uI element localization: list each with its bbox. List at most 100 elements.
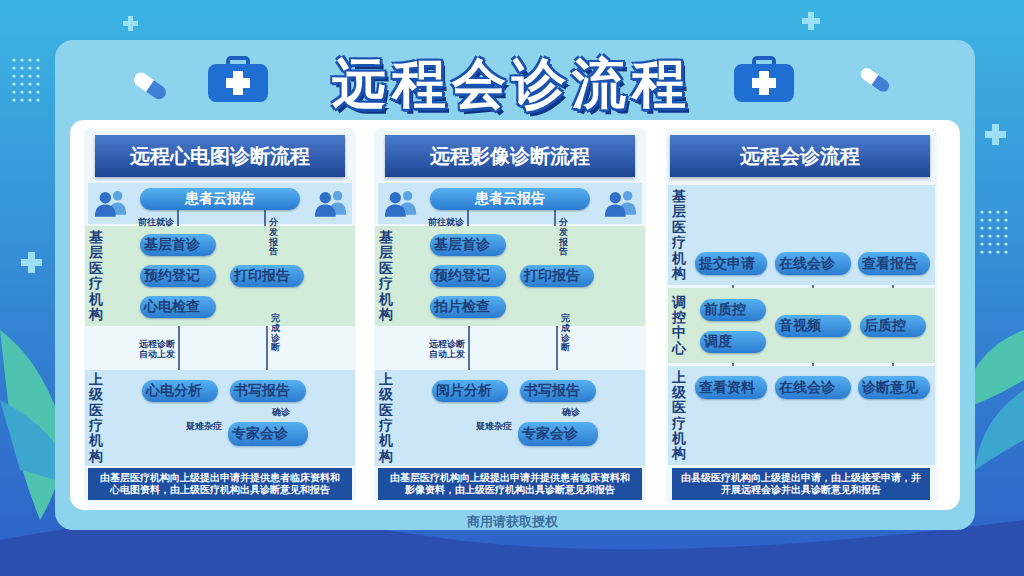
process-box: 阅片分析 xyxy=(432,380,508,402)
process-box: 心电检查 xyxy=(140,296,216,318)
dot xyxy=(36,74,39,77)
dot xyxy=(12,74,15,77)
dot xyxy=(980,250,983,253)
box-label: 基层首诊 xyxy=(144,237,158,252)
plus-sign xyxy=(802,12,820,30)
people-icon xyxy=(315,191,346,217)
source-pill: 患者云报告 xyxy=(140,188,300,210)
dot xyxy=(996,242,999,245)
box-label: 预约登记 xyxy=(434,268,448,283)
org-label: 基层医疗机构 xyxy=(89,230,103,322)
people-icon xyxy=(605,191,636,217)
process-box: 基层首诊 xyxy=(430,234,506,256)
caption-box: 由基层医疗机构向上级提出申请并提供患者临床资料和影像资料，由上级医疗机构出具诊断… xyxy=(378,468,642,500)
dot xyxy=(36,58,39,61)
dot xyxy=(988,250,991,253)
org-label: 上级医疗机构 xyxy=(379,372,393,464)
people-icon xyxy=(95,191,126,217)
box-label: 在线会诊 xyxy=(779,256,793,271)
dot xyxy=(1004,210,1007,213)
dot xyxy=(20,66,23,69)
box-label: 提交申请 xyxy=(699,256,713,271)
dot xyxy=(20,82,23,85)
box-label: 心电分析 xyxy=(146,383,160,398)
edge-label: 远程诊断自动上发 xyxy=(137,339,175,360)
dot xyxy=(996,234,999,237)
dot xyxy=(1004,242,1007,245)
process-box: 提交申请 xyxy=(695,252,767,275)
org-label: 基层医疗机构 xyxy=(672,189,686,281)
caption-text: 由基层医疗机构向上级提出申请并提供患者临床资料和心电图资料，由上级医疗机构出具诊… xyxy=(96,472,344,497)
edge-label: 分发报告 xyxy=(269,218,278,258)
dot xyxy=(980,234,983,237)
edge-label: 分发报告 xyxy=(559,218,568,258)
process-box: 书写报告 xyxy=(230,380,306,402)
box-label: 在线会诊 xyxy=(779,380,793,395)
box-label: 查看资料 xyxy=(699,380,713,395)
box-label: 打印报告 xyxy=(234,268,248,283)
dot xyxy=(12,90,15,93)
dot xyxy=(988,210,991,213)
capsule-half xyxy=(858,66,891,94)
panel-header: 远程影像诊断流程 xyxy=(385,135,635,177)
process-box: 查看报告 xyxy=(858,252,930,275)
org-band: 基层医疗机构基层首诊预约登记拍片检查打印报告 xyxy=(375,226,645,326)
org-label: 基层医疗机构 xyxy=(379,230,393,322)
inner-card xyxy=(70,120,960,510)
dot xyxy=(996,250,999,253)
org-band: 基层医疗机构基层首诊预约登记心电检查打印报告 xyxy=(85,226,355,326)
dot xyxy=(980,242,983,245)
dot xyxy=(988,226,991,229)
dot xyxy=(20,98,23,101)
process-box: 音视频 xyxy=(775,315,851,337)
box-label: 诊断意见 xyxy=(862,380,876,395)
org-band: 上级医疗机构查看资料在线会诊诊断意见 xyxy=(668,366,935,465)
box-label: 患者云报告 xyxy=(475,190,545,208)
box-label: 书写报告 xyxy=(524,383,538,398)
dot xyxy=(980,226,983,229)
box-label: 专家会诊 xyxy=(522,426,536,441)
main-title: 远程会诊流程 xyxy=(0,48,1024,121)
org-band: 基层医疗机构提交申请 在线会诊 查看报告 xyxy=(668,185,935,285)
edge-label: 前往就诊 xyxy=(428,217,464,227)
box-label: 打印报告 xyxy=(524,268,538,283)
org-band: 上级医疗机构 阅片分析 书写报告专家会诊 xyxy=(375,370,645,466)
box-label: 书写报告 xyxy=(234,383,248,398)
box-label: 基层首诊 xyxy=(434,237,448,252)
dot xyxy=(12,98,15,101)
box-label: 后质控 xyxy=(864,318,878,333)
process-box: 查看资料 xyxy=(695,376,767,399)
org-band: 上级医疗机构心电分析书写报告专家会诊 xyxy=(85,370,355,466)
process-box: 基层首诊 xyxy=(140,234,216,256)
plus-sign xyxy=(123,16,138,31)
capsule-half xyxy=(872,75,892,94)
process-box: 心电分析 xyxy=(142,380,218,402)
dot xyxy=(12,82,15,85)
process-box: 在线会诊 xyxy=(775,252,851,275)
process-box: 调度 xyxy=(700,331,766,353)
patient-band xyxy=(88,183,352,224)
process-box: 专家会诊 xyxy=(228,422,308,446)
dot xyxy=(36,90,39,93)
dot xyxy=(28,98,31,101)
process-box: 前质控 xyxy=(700,299,766,321)
capsule-half xyxy=(146,80,169,102)
dot xyxy=(36,66,39,69)
process-box: 后质控 xyxy=(860,315,926,337)
dot xyxy=(988,242,991,245)
capsule xyxy=(858,66,891,94)
edge-label: 疑难杂症 xyxy=(476,421,512,431)
caption-box: 由基层医疗机构向上级提出申请并提供患者临床资料和心电图资料，由上级医疗机构出具诊… xyxy=(88,468,352,500)
dot xyxy=(996,210,999,213)
column-ground xyxy=(666,128,937,504)
dot xyxy=(996,218,999,221)
box-label: 专家会诊 xyxy=(232,426,246,441)
edge-label: 前往就诊 xyxy=(138,217,174,227)
watermark: 商用请获取授权 xyxy=(467,513,558,531)
dot xyxy=(28,58,31,61)
dot xyxy=(988,234,991,237)
dot xyxy=(20,90,23,93)
edge-label: 疑难杂症 xyxy=(186,421,222,431)
